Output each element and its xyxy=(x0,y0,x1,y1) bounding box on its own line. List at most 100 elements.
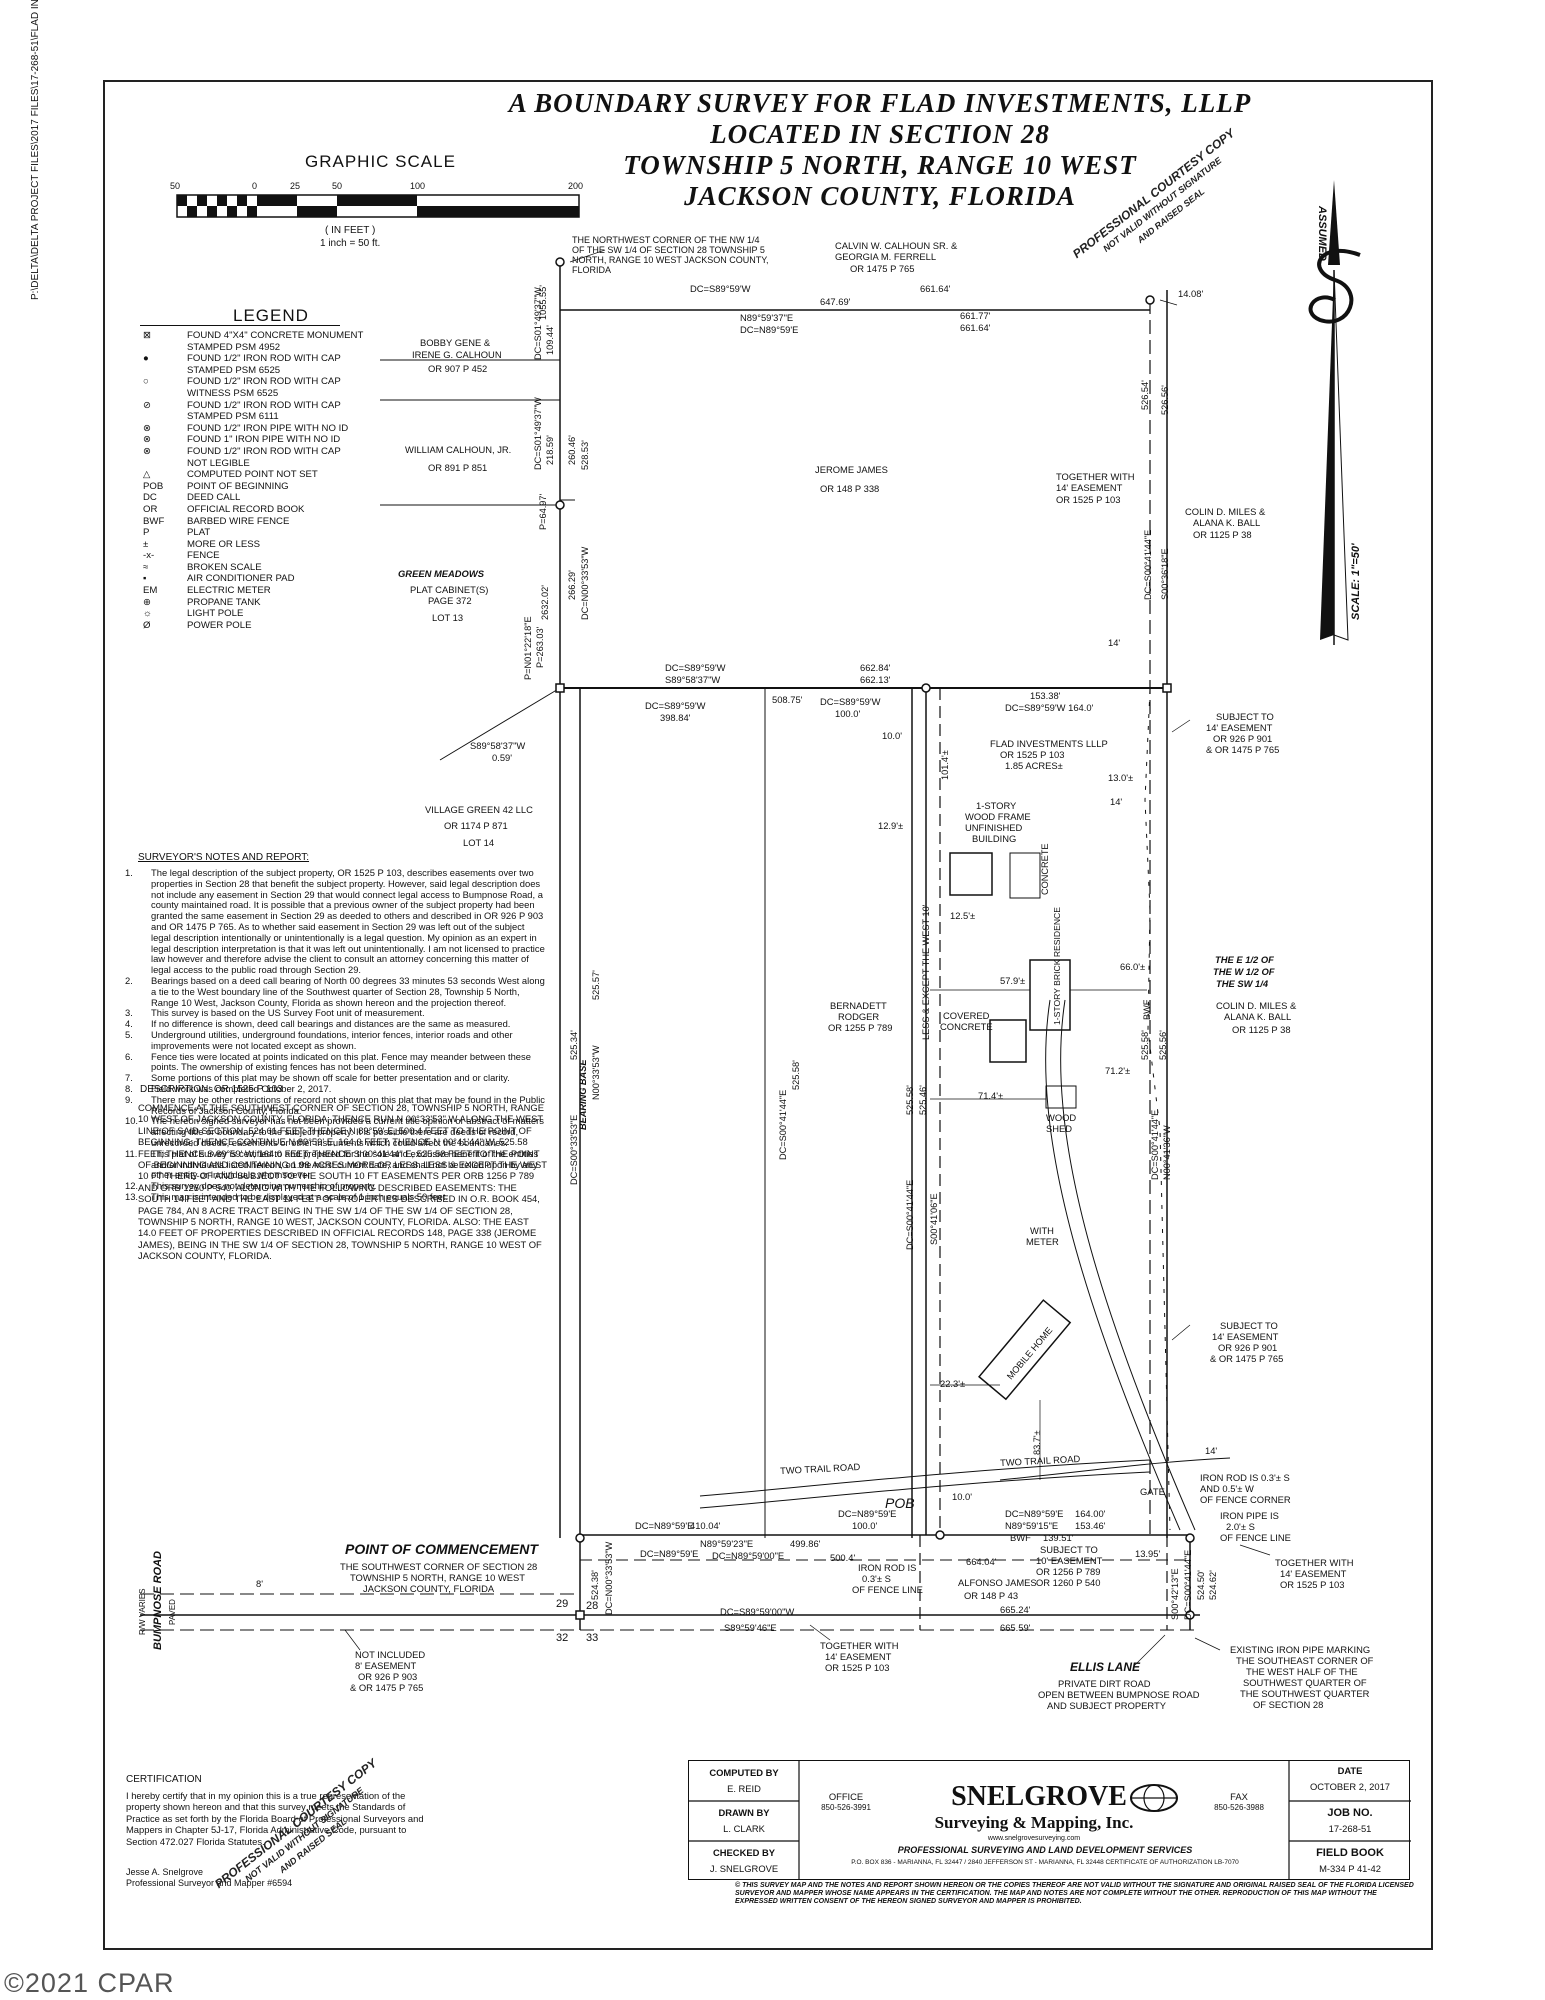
note-number: 10. xyxy=(125,1115,139,1127)
easement-label: 14' EASEMENT xyxy=(1056,482,1123,493)
easement-label: TOGETHER WITH xyxy=(1056,471,1135,482)
owner-label: BERNADETT xyxy=(830,1000,887,1011)
iron-pipe-note: 2.0'± S xyxy=(1226,1521,1255,1532)
legend-item: ⊗FOUND 1" IRON PIPE WITH NO ID xyxy=(143,434,447,446)
legend-symbol: BWF xyxy=(143,515,165,527)
deed-call-label: DC=S00°41'44"E xyxy=(1150,1109,1160,1180)
record-label: OR 1256 P 789 xyxy=(1036,1566,1101,1577)
record-label: OR 1260 P 540 xyxy=(1036,1577,1101,1588)
easement-label: TOGETHER WITH xyxy=(1275,1557,1354,1568)
deed-call-label: DC=S00°33'53"E xyxy=(569,1114,579,1185)
office-label: OFFICE xyxy=(828,1791,864,1802)
owner-label: RODGER xyxy=(838,1011,880,1022)
owner-label: CALVIN W. CALHOUN SR. & xyxy=(835,240,958,251)
graphic-scale-ticks: 50 0 25 50 100 200 xyxy=(170,181,584,193)
field-book-value: M-334 P 41-42 xyxy=(1319,1863,1381,1874)
legend-item: P PLAT xyxy=(143,527,447,539)
legend-symbol: P xyxy=(143,527,150,539)
certification-signature: Jesse A. Snelgrove Professional Surveyor… xyxy=(126,1867,292,1889)
distance-label: 528.53' xyxy=(580,440,590,470)
fax-label: FAX xyxy=(1230,1791,1248,1802)
distance-label: 2632.02' xyxy=(540,585,550,620)
note-number: 6. xyxy=(125,1050,133,1062)
gate-label: GATE xyxy=(1140,1486,1165,1497)
road-label: ELLIS LANE xyxy=(1070,1660,1141,1674)
legend-text: NOT LEGIBLE xyxy=(187,457,250,469)
distance-label: 66.0'± xyxy=(1120,961,1146,972)
bearing-label: N89°59'15"E xyxy=(1005,1520,1059,1531)
bearing-label: S89°58'37"W xyxy=(470,740,526,751)
globe-icon xyxy=(1130,1784,1178,1812)
note-text: This survey does not determine ownership… xyxy=(151,1180,377,1192)
note-item: 10.The hereon signed surveyor has not be… xyxy=(125,1115,545,1148)
deed-call-label: DC=S01°49'37"W xyxy=(533,287,543,360)
legend-underline xyxy=(140,325,340,326)
note-item: 12. This survey does not determine owners… xyxy=(125,1180,545,1192)
legend-item: STAMPED PSM 4952 xyxy=(143,342,447,354)
scale-tick: 25 xyxy=(290,181,301,191)
surveyor-notes: 1.The legal description of the subject p… xyxy=(125,867,545,1203)
deed-call-label: DC=N89°59'E xyxy=(640,1548,699,1559)
scale-tick: 50 xyxy=(170,181,181,191)
legend-symbol: ⊠ xyxy=(143,330,152,341)
section-number: 33 xyxy=(586,1632,599,1644)
plat-bearing-label: P=N01°22'18"E xyxy=(523,616,533,680)
legend-text: FOUND 1/2" IRON ROD WITH CAP xyxy=(187,445,341,457)
easement-label: TOGETHER WITH xyxy=(820,1640,899,1651)
deed-call-label: DC=N89°59'E xyxy=(1005,1508,1064,1519)
road-description: PRIVATE DIRT ROAD xyxy=(1058,1678,1151,1689)
drawn-by-label: DRAWN BY xyxy=(718,1807,770,1818)
distance-label: 525.34' xyxy=(569,1030,579,1060)
record-label: OR 926 P 903 xyxy=(358,1671,418,1682)
distance-label: 13.95' xyxy=(1135,1548,1161,1559)
fence-label: BWF xyxy=(1142,999,1152,1020)
building-label: BUILDING xyxy=(972,833,1017,844)
record-label: OR 1525 P 103 xyxy=(1056,494,1121,505)
legend-text: FOUND 4"X4" CONCRETE MONUMENT xyxy=(187,330,364,341)
monument-note: THE WEST HALF OF THE xyxy=(1246,1666,1358,1677)
certification-text: I hereby certify that in my opinion this… xyxy=(126,1790,424,1847)
distance-label: 8' xyxy=(256,1578,264,1589)
monument-note: SOUTHWEST QUARTER OF xyxy=(1243,1677,1367,1688)
note-item: 13.This map is intended to be displayed … xyxy=(125,1191,545,1203)
legend-item: STAMPED PSM 6111 xyxy=(143,411,447,423)
legend-item: WITNESS PSM 6525 xyxy=(143,388,447,400)
bearing-label: N00°41'36"W xyxy=(1162,1125,1172,1180)
legend-text: LIGHT POLE xyxy=(187,608,244,620)
date-value: OCTOBER 2, 2017 xyxy=(1309,1781,1391,1792)
iron-rod-note: AND 0.5'± W xyxy=(1200,1483,1254,1494)
distance-label: 14.08' xyxy=(1178,288,1204,299)
plat-distance-label: P=64.97' xyxy=(538,493,548,530)
legend-text: WITNESS PSM 6525 xyxy=(187,387,279,399)
section-number: 28 xyxy=(586,1600,599,1612)
scale-tick: 200 xyxy=(568,181,584,191)
distance-label: 524.50' xyxy=(1196,1570,1206,1600)
office-phone: 850-526-3991 xyxy=(821,1803,871,1812)
meter-label: METER xyxy=(1026,1236,1059,1247)
bearing-label: N00°33'53"W xyxy=(591,1045,601,1100)
legend-text: FOUND 1" IRON PIPE WITH NO ID xyxy=(187,434,341,446)
legend-symbol: ≈ xyxy=(143,561,149,573)
distance-label: 525.58' xyxy=(791,1060,801,1090)
distance-label: 508.75' xyxy=(772,694,803,705)
signer-title: Professional Surveyor and Mapper #6594 xyxy=(126,1878,293,1888)
legend-text: MORE OR LESS xyxy=(187,538,261,550)
note-number: 12. xyxy=(125,1180,139,1192)
legend-text: PLAT xyxy=(187,527,211,539)
distance-label: 12.5'± xyxy=(950,910,976,921)
monument-note: THE SOUTHEAST CORNER OF xyxy=(1236,1655,1374,1666)
iron-rod-note: OF FENCE CORNER xyxy=(1200,1494,1291,1505)
distance-label: 398.84' xyxy=(660,712,691,723)
legend-item: -x-FENCE xyxy=(143,550,447,562)
plat-distance-label: P=263.03' xyxy=(535,626,545,668)
residence-label: 1-STORY BRICK RESIDENCE xyxy=(1052,907,1062,1025)
plat-label: PAGE 372 xyxy=(428,595,472,606)
building-label: 1-STORY xyxy=(976,800,1017,811)
monument-note: THE SOUTHWEST QUARTER xyxy=(1240,1688,1370,1699)
note-number: 2. xyxy=(125,974,133,986)
distance-label: 665.59' xyxy=(1000,1622,1031,1633)
fence-label: BWF xyxy=(1010,1532,1031,1543)
graphic-scale-units: ( IN FEET ) 1 inch = 50 ft. xyxy=(320,224,380,250)
